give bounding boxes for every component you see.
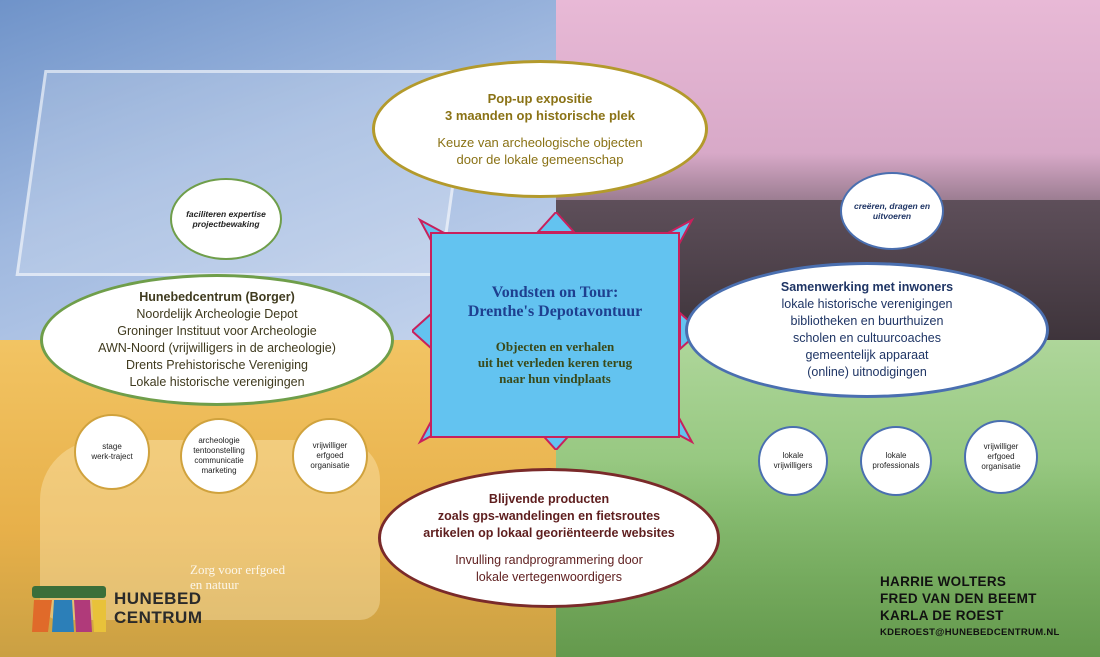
samen-item: bibliotheken en buurthuizen (790, 314, 944, 328)
hunebed-item: Groninger Instituut voor Archeologie (117, 324, 317, 338)
lokale-vrijwilligers-circle: lokale vrijwilligers (758, 426, 828, 496)
hunebedcentrum-ellipse: Hunebedcentrum (Borger) Noordelijk Arche… (40, 274, 394, 406)
hunebed-item: Noordelijk Archeologie Depot (136, 307, 298, 321)
author-name: KARLA DE ROEST (880, 608, 1004, 623)
samen-item: (online) uitnodigingen (807, 365, 927, 379)
author-name: HARRIE WOLTERS (880, 574, 1007, 589)
author-name: FRED VAN DEN BEEMT (880, 591, 1037, 606)
stage-circle: stage werk-traject (74, 414, 150, 490)
samen-item: scholen en cultuurcoaches (792, 331, 941, 345)
samen-item: gemeentelijk apparaat (805, 348, 929, 362)
popup-expositie-ellipse: Pop-up expositie 3 maanden op historisch… (372, 60, 708, 198)
hunebed-logo-icon (32, 586, 106, 632)
hunebedcentrum-logo: HUNEBED CENTRUM (30, 582, 240, 634)
center-subtitle: Objecten en verhalen uit het verleden ke… (477, 339, 633, 386)
center-title: Vondsten on Tour: Drenthe's Depotavontuu… (467, 284, 643, 320)
samen-item: lokale historische verenigingen (781, 297, 953, 311)
archeologie-circle: archeologie tentoonstelling communicatie… (180, 418, 258, 494)
lokale-professionals-circle: lokale professionals (860, 426, 932, 496)
hunebed-item: AWN-Noord (vrijwilligers in de archeolog… (98, 341, 336, 355)
samenwerking-ellipse: Samenwerking met inwoners lokale histori… (685, 262, 1049, 398)
blijvende-producten-ellipse: Blijvende producten zoals gps-wandelinge… (378, 468, 720, 608)
contact-email: KDEROEST@HUNEBEDCENTRUM.NL (880, 627, 1060, 638)
creeren-circle: creëren, dragen en uitvoeren (840, 172, 944, 250)
author-list: HARRIE WOLTERS FRED VAN DEN BEEMT KARLA … (880, 573, 1037, 624)
hunebed-item: Lokale historische verenigingen (129, 375, 305, 389)
van-slogan: Zorg voor erfgoed en natuur (190, 562, 286, 592)
vrijwilliger-circle-left: vrijwilliger erfgoed organisatie (292, 418, 368, 494)
hunebed-item: Drents Prehistorische Vereniging (125, 358, 309, 372)
center-title-box: Vondsten on Tour: Drenthe's Depotavontuu… (430, 232, 680, 438)
faciliteren-circle: faciliteren expertise projectbewaking (170, 178, 282, 260)
logo-text: HUNEBED CENTRUM (114, 589, 203, 627)
vrijwilliger-circle-right: vrijwilliger erfgoed organisatie (964, 420, 1038, 494)
